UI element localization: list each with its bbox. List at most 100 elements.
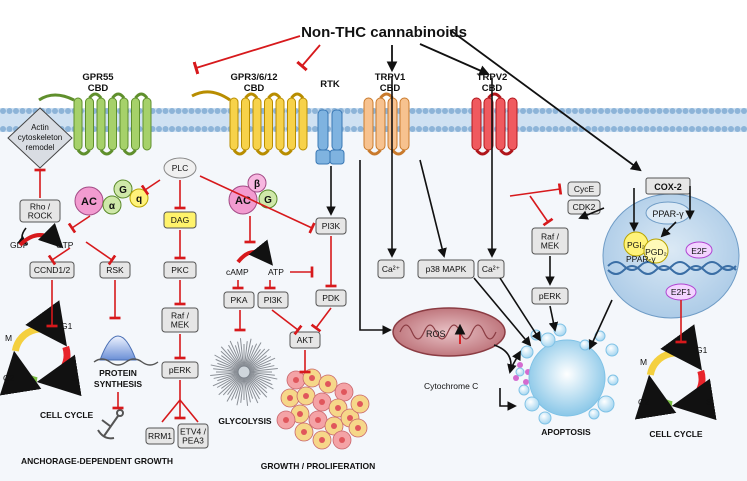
svg-text:SYNTHESIS: SYNTHESIS (94, 379, 143, 389)
protein-synthesis-label: PROTEIN (99, 368, 137, 378)
ca-to-apop (499, 277, 542, 342)
gtp-to-ccnd (47, 247, 71, 266)
rho-rock-node: Rho /ROCK (19, 199, 61, 223)
atp-label: ATP (268, 267, 284, 277)
svg-text:M: M (5, 333, 12, 343)
svg-text:CCND1/2: CCND1/2 (34, 265, 71, 275)
svg-text:PI3K: PI3K (264, 295, 283, 305)
cytc-to-apop (499, 388, 517, 411)
ppar-node: PPAR-γ (645, 201, 691, 225)
plc-inhib (140, 179, 161, 196)
g-to-pi3k (199, 175, 316, 234)
anchorage-label: ANCHORAGE-DEPENDENT GROWTH (21, 456, 173, 466)
svg-text:q: q (136, 194, 142, 205)
pi3k-rtk-node: PI3K (315, 217, 347, 235)
rrm1-node: RRM1 (145, 427, 175, 445)
gtp-label: GTP (56, 240, 74, 250)
svg-text:COX-2: COX-2 (654, 182, 682, 192)
trpv2-channel (471, 92, 518, 156)
svg-text:E2F1: E2F1 (671, 287, 692, 297)
growth-label: GROWTH / PROLIFERATION (261, 461, 376, 471)
svg-text:PDK: PDK (322, 293, 340, 303)
pka-node: PKA (223, 291, 255, 309)
svg-text:PPAR-γ: PPAR-γ (652, 209, 684, 219)
pdk-node: PDK (315, 289, 347, 307)
perk-to-apop (548, 305, 559, 332)
gpr55-ligand: CBD (88, 83, 109, 94)
cox2-node: COX-2 (645, 177, 691, 195)
svg-text:Ca²⁺: Ca²⁺ (482, 264, 501, 274)
svg-text:PGD₂: PGD₂ (645, 247, 667, 257)
gpr3612-ligand: CBD (244, 83, 265, 94)
top-signals (192, 29, 642, 172)
svg-text:MEK: MEK (171, 320, 190, 330)
dag-node: DAG (163, 211, 197, 229)
svg-text:cytoskeleton: cytoskeleton (18, 133, 62, 142)
cyce-node: CycE (567, 181, 601, 197)
cytochrome-c-label: Cytochrome C (424, 381, 478, 391)
pdk-to-akt (310, 307, 332, 333)
e2f1-node: E2F1 (665, 283, 697, 301)
nucleus-to-apop (588, 299, 613, 350)
svg-text:Ca²⁺: Ca²⁺ (382, 264, 401, 274)
svg-text:G: G (119, 185, 127, 196)
svg-text:ETV4 /: ETV4 / (180, 427, 207, 437)
svg-text:PLC: PLC (172, 163, 189, 173)
svg-text:PEA3: PEA3 (182, 436, 204, 446)
svg-text:S: S (71, 373, 77, 383)
svg-text:M: M (640, 357, 647, 367)
svg-text:Raf /: Raf / (541, 232, 560, 242)
svg-text:PGI₂: PGI₂ (627, 240, 645, 250)
anchor-icon (97, 409, 124, 440)
raf-mek-left-node: Raf /MEK (161, 307, 199, 333)
svg-text:DAG: DAG (171, 215, 189, 225)
ppar-nuc-label: PPAR-γ (626, 254, 656, 264)
ppar-to-pgd2 (660, 221, 677, 238)
gtp-to-rsk (85, 241, 117, 266)
perk-left-node: pERK (161, 361, 199, 379)
cell-cycle-left-label: CELL CYCLE (40, 410, 94, 420)
cdk2-node: CDK2 (567, 199, 601, 215)
trpv1-to-p38 (419, 159, 447, 258)
raf-mek-right-node: Raf /MEK (531, 227, 569, 255)
svg-text:CDK2: CDK2 (573, 202, 596, 212)
calcium-nodes: Ca²⁺ Ca²⁺ (377, 259, 505, 279)
svg-text:S: S (706, 397, 712, 407)
e2f-node: E2F (685, 241, 713, 259)
etv4-node: ETV4 /PEA3 (177, 423, 209, 449)
growth-cells-icon (276, 368, 370, 450)
g-protein-left: AC α G q (74, 179, 149, 216)
trpv1-label: TRPV1 (375, 72, 406, 83)
trpv1-to-mito (359, 160, 392, 335)
svg-text:AC: AC (81, 196, 97, 208)
cdk2 (578, 207, 605, 220)
svg-text:G1: G1 (61, 321, 73, 331)
actin-node: Actin cytoskeleton remodel (7, 107, 73, 169)
svg-text:pERK: pERK (539, 291, 562, 301)
svg-text:G1: G1 (696, 345, 708, 355)
svg-text:α: α (109, 201, 116, 212)
svg-text:Rho /: Rho / (30, 202, 51, 212)
akt-node: AKT (289, 331, 321, 349)
svg-text:p38 MAPK: p38 MAPK (426, 264, 467, 274)
gpr55-receptor (73, 92, 152, 156)
cytochrome-c (513, 362, 531, 385)
ccnd-node: CCND1/2 (29, 261, 75, 279)
trpv2-to-raf (529, 195, 554, 227)
svg-text:β: β (254, 179, 260, 190)
svg-text:ROCK: ROCK (28, 211, 53, 221)
receptor-labels: GPR55 CBD GPR3/6/12 CBD RTK TRPV1 CBD TR… (82, 72, 507, 94)
svg-text:remodel: remodel (26, 143, 55, 152)
trpv2-label: TRPV2 (477, 72, 508, 83)
rtk-label: RTK (320, 79, 340, 90)
ribosome-icon (93, 335, 159, 366)
diagram-title: Non-THC cannabinoids (301, 24, 467, 41)
svg-text:G: G (264, 195, 272, 206)
gpr3612-receptor (229, 92, 308, 156)
apoptosis-label: APOPTOSIS (541, 427, 591, 437)
pi3k-mid-node: PI3K (257, 291, 289, 309)
svg-text:Actin: Actin (31, 123, 49, 132)
pi3k-to-akt (271, 309, 303, 336)
p38-node: p38 MAPK (417, 259, 475, 279)
